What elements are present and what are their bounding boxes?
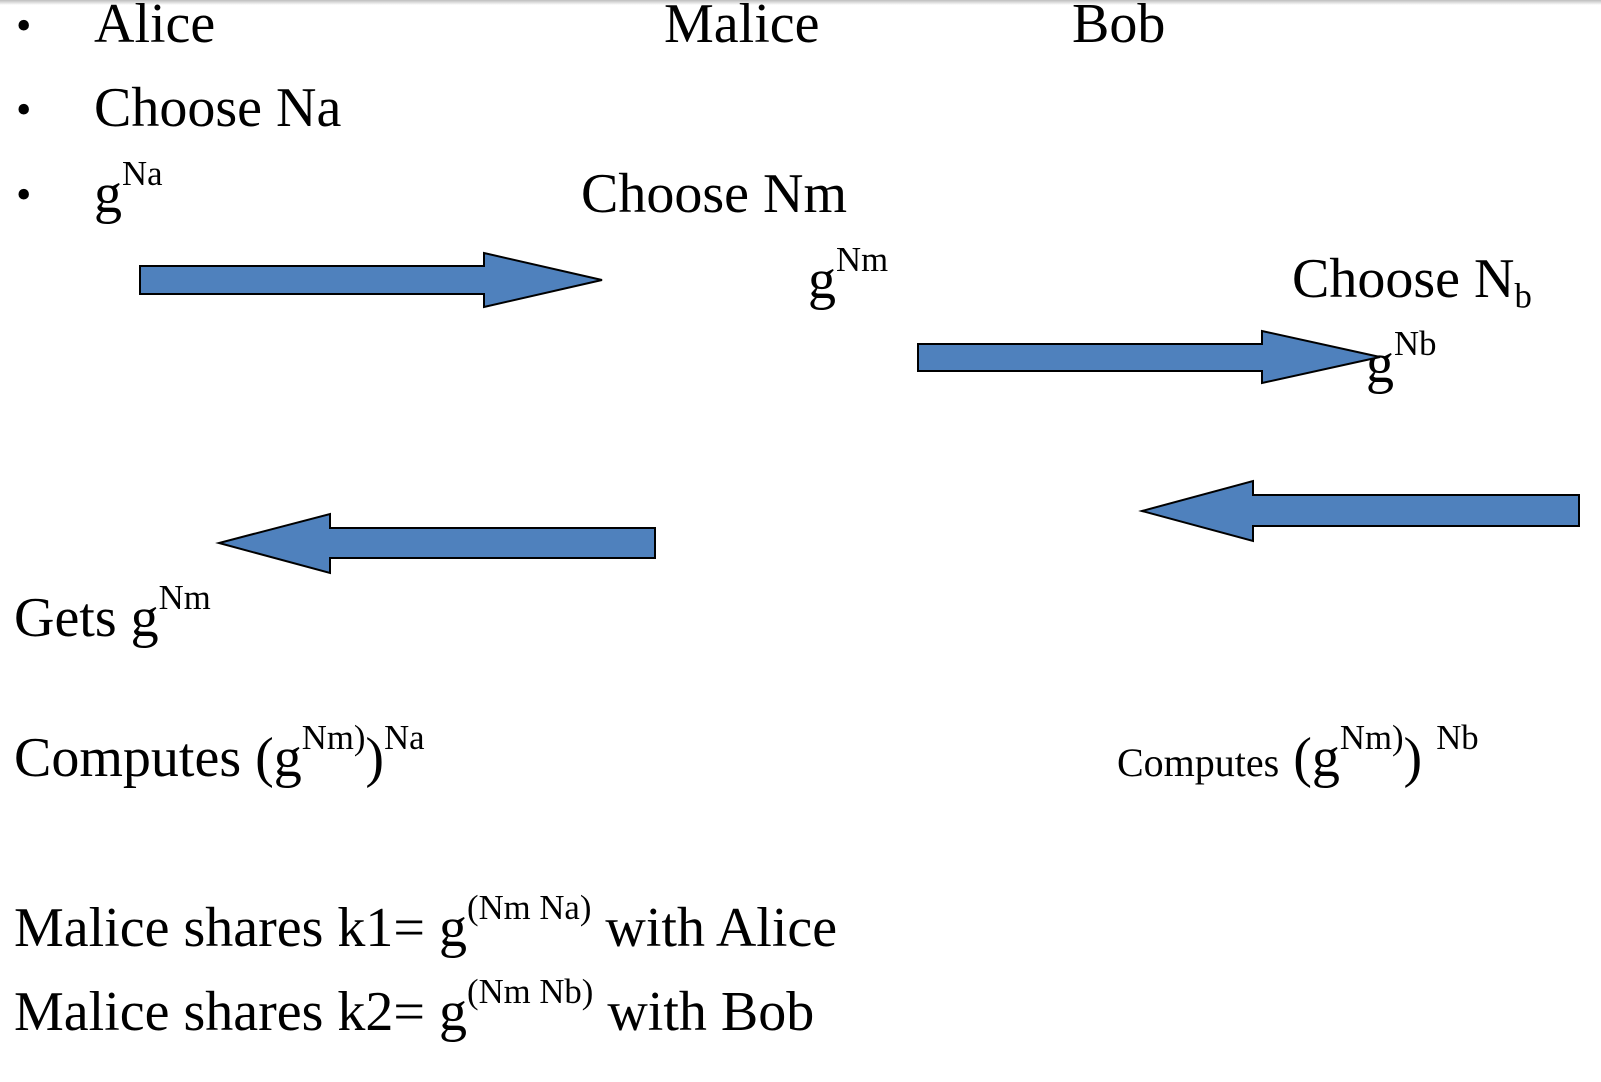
gets-text: Gets g — [14, 587, 159, 649]
choose-nb-label: Choose Nb — [1292, 248, 1532, 313]
g-nm-base: g — [808, 249, 836, 311]
k2-exponent: (Nm Nb) — [467, 971, 594, 1011]
bob-computes-close: ) — [1403, 727, 1423, 789]
choose-na-label: Choose Na — [94, 77, 342, 139]
g-na-label: gNa — [94, 156, 162, 225]
bob-computes-open: (g — [1293, 727, 1340, 789]
choose-nb-text: Choose N — [1292, 248, 1515, 310]
g-nm-label: gNm — [808, 242, 888, 311]
bob-label: Bob — [1072, 0, 1166, 55]
g-nb-base: g — [1366, 333, 1394, 395]
alice-computes-inner-exponent: Nm) — [301, 717, 366, 757]
bullet-dot-3: • — [16, 170, 32, 219]
arrow-malice-to-bob — [917, 329, 1381, 385]
g-nm-exponent: Nm — [836, 239, 889, 279]
bob-computes-word: Computes — [1117, 740, 1280, 785]
bullet-dot-2: • — [16, 85, 32, 134]
k2-tail: with Bob — [593, 981, 815, 1043]
k1-text: Malice shares k1= g — [14, 897, 468, 959]
gets-exponent: Nm — [158, 577, 211, 617]
g-nb-label: gNb — [1366, 326, 1436, 395]
k2-statement: Malice shares k2= g(Nm Nb) with Bob — [14, 974, 815, 1043]
gets-g-nm-label: Gets gNm — [14, 580, 211, 649]
bullet-dot-1: • — [16, 1, 32, 50]
g-na-exponent: Na — [122, 153, 163, 193]
k1-statement: Malice shares k1= g(Nm Na) with Alice — [14, 890, 838, 959]
arrow-alice-to-malice — [139, 251, 603, 309]
k1-exponent: (Nm Na) — [467, 887, 592, 927]
top-border — [0, 0, 1601, 5]
alice-computes-text: Computes (g — [14, 727, 302, 789]
g-nb-exponent: Nb — [1394, 323, 1437, 363]
bob-computes-inner-exponent: Nm) — [1339, 717, 1404, 757]
alice-computes-close: ) — [365, 727, 385, 789]
k1-tail: with Alice — [591, 897, 838, 959]
alice-label: Alice — [94, 0, 216, 55]
k2-text: Malice shares k2= g — [14, 981, 468, 1043]
alice-computes-label: Computes (gNm))Na — [14, 720, 425, 789]
choose-nm-label: Choose Nm — [581, 163, 847, 225]
arrow-bob-to-malice — [1138, 479, 1580, 543]
bob-computes-label: Computes (gNm)) Nb — [1117, 720, 1479, 789]
arrow-malice-to-alice — [215, 512, 656, 575]
choose-nb-subscript: b — [1514, 276, 1532, 316]
bob-computes-outer-exponent: Nb — [1436, 717, 1479, 757]
g-na-base: g — [94, 163, 122, 225]
alice-computes-outer-exponent: Na — [384, 717, 425, 757]
malice-label: Malice — [664, 0, 820, 55]
